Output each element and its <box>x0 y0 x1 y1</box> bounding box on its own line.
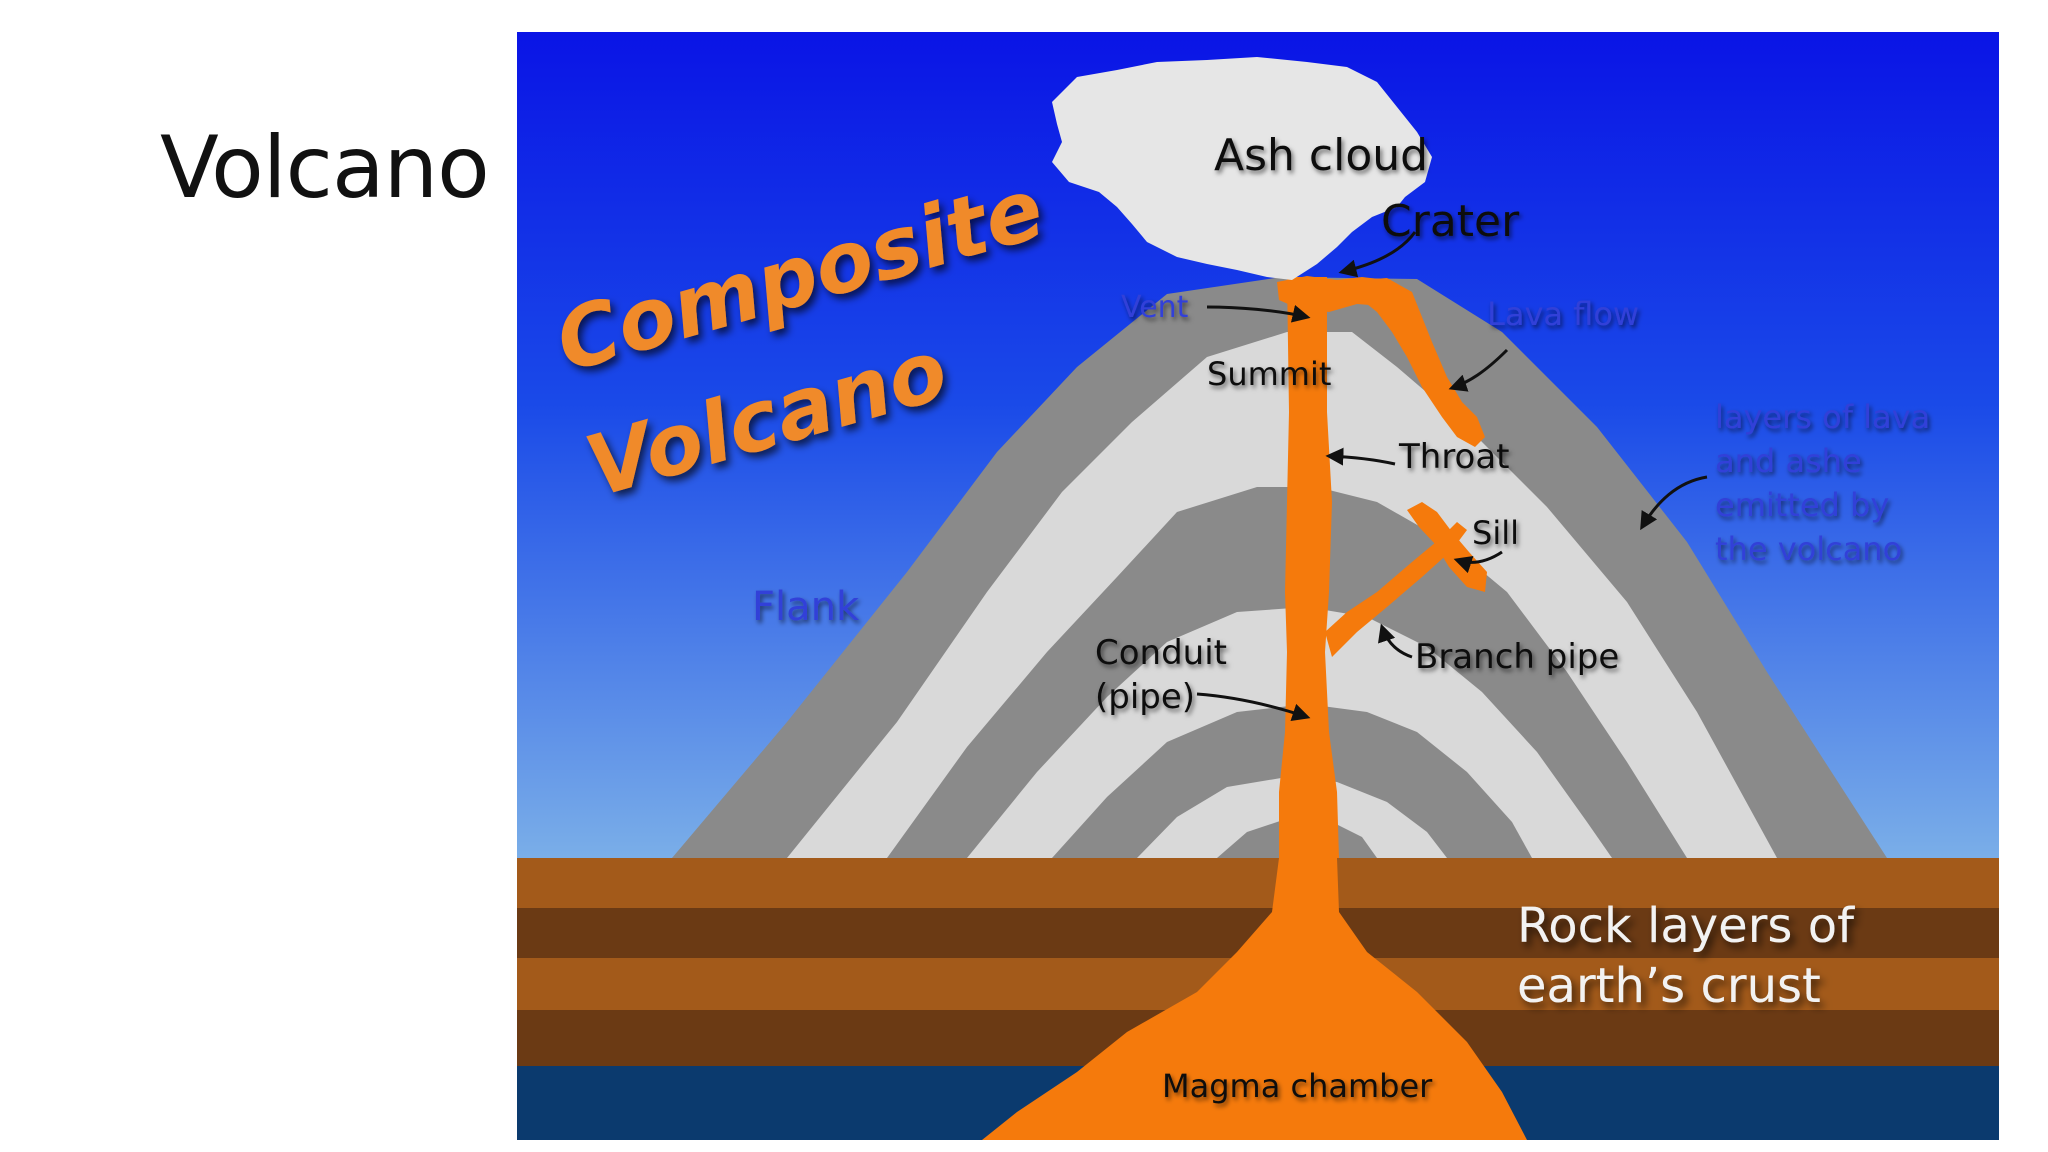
ash-cloud <box>1052 57 1432 280</box>
diagram-labels: Ash cloud Crater Vent Lava flow Summit T… <box>752 130 1930 1105</box>
label-vent: Vent <box>1121 290 1189 325</box>
rock-layers-label: Rock layers of earth’s crust <box>1517 898 1855 1014</box>
branch-pipe-arrow <box>1378 623 1413 659</box>
throat-arrow <box>1325 447 1396 466</box>
branch-pipe <box>1325 522 1467 657</box>
vent-arrow <box>1206 304 1311 323</box>
label-crater: Crater <box>1381 196 1520 247</box>
label-conduit-2: (pipe) <box>1095 677 1195 717</box>
lava-flow <box>1362 278 1485 447</box>
label-rock-2: earth’s crust <box>1517 958 1821 1014</box>
slide-title: Volcano <box>160 118 490 218</box>
crater-arrow <box>1338 231 1417 278</box>
composite-volcano-diagram: Composite Volcano Ash cloud Crater Vent … <box>517 32 1999 1140</box>
label-layers-2: and ashe <box>1715 442 1862 480</box>
annotation-arrows <box>1196 231 1708 721</box>
lava-flow-arrow <box>1448 348 1509 392</box>
label-flank: Flank <box>752 584 860 630</box>
label-layers-4: the volcano <box>1715 530 1902 568</box>
label-sill: Sill <box>1472 514 1519 552</box>
label-magma-chamber: Magma chamber <box>1162 1067 1433 1105</box>
label-ash-cloud: Ash cloud <box>1214 130 1428 181</box>
label-throat: Throat <box>1398 437 1510 477</box>
label-rock-1: Rock layers of <box>1517 898 1855 954</box>
label-layers-1: layers of lava <box>1715 398 1930 436</box>
magma-chamber <box>982 858 1527 1140</box>
conduit-arrow <box>1196 692 1311 721</box>
rock-stratum-1 <box>517 858 1999 908</box>
layers-arrow <box>1640 475 1708 531</box>
label-summit: Summit <box>1207 355 1331 393</box>
sill-arrow <box>1453 550 1503 574</box>
label-layers-3: emitted by <box>1715 486 1889 524</box>
label-branch-pipe: Branch pipe <box>1415 637 1619 677</box>
label-conduit-1: Conduit <box>1095 633 1227 673</box>
label-lava-flow: Lava flow <box>1487 295 1639 333</box>
